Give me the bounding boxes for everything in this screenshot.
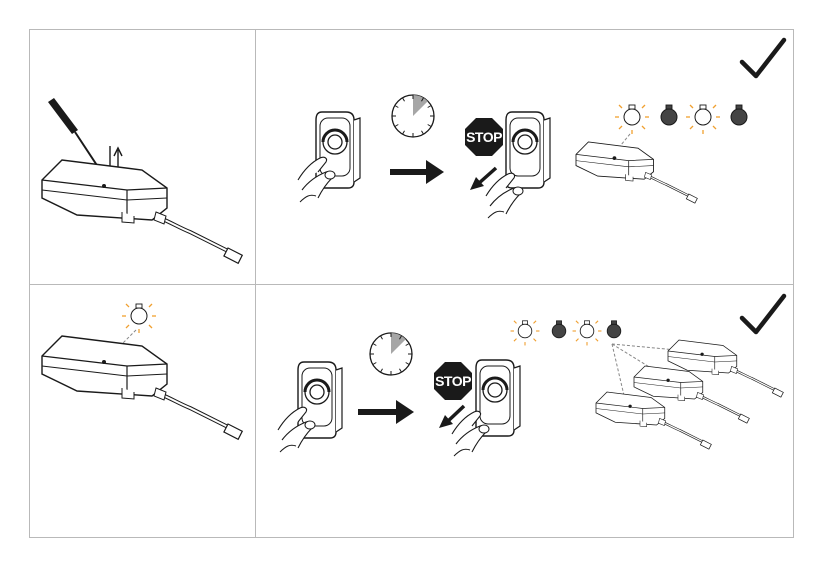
receiver-box-icon [576,142,654,181]
arrow-right-icon [390,160,444,184]
stop-label: STOP [435,373,471,389]
cable-icon [644,172,697,203]
cable-icon [696,392,749,423]
arrow-right-icon [358,400,414,424]
stop-icon: STOP [465,118,503,156]
cable-icon [730,366,783,397]
remote-icon [476,360,520,436]
blink-sequence-icon [615,105,747,134]
stop-icon: STOP [434,362,472,400]
bulb-lit-icon [122,304,156,333]
stop-label: STOP [466,129,502,145]
receiver-box-icon [42,336,167,399]
cable-icon [658,418,711,449]
cable-icon [154,212,242,263]
receiver-box-icon [634,366,703,401]
timer-icon [370,333,412,375]
blink-sequence-icon [511,321,621,346]
step-indicator-on [42,304,242,439]
cable-icon [154,388,242,439]
step-unscrew-and-press [42,98,242,263]
checkmark-icon [742,296,784,332]
receiver-box-icon [596,392,665,427]
timer-icon [392,95,434,137]
checkmark-icon [742,40,784,76]
step-pair-multiple: STOP [278,296,784,456]
receiver-box-icon [42,160,167,223]
receiver-box-icon [668,340,737,375]
step-pair-single: STOP [298,40,784,218]
